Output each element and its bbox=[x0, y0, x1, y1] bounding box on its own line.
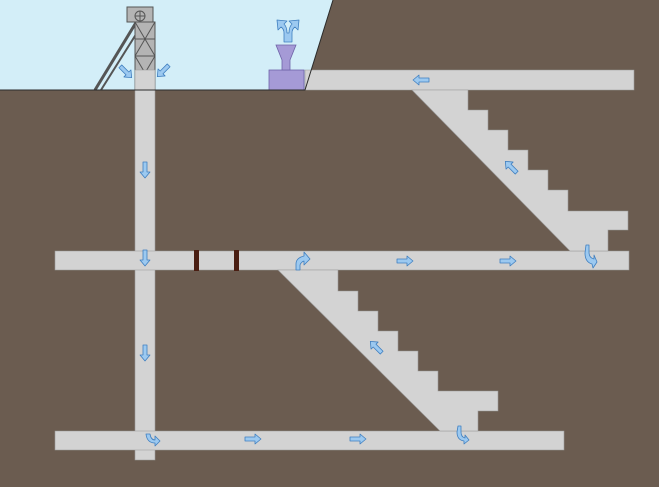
airflow-arrow-icon bbox=[349, 433, 367, 445]
airflow-turn-arrow-icon bbox=[584, 244, 598, 269]
airflow-arrow-icon bbox=[412, 74, 430, 86]
airflow-arrow-icon bbox=[369, 340, 384, 355]
airflow-arrow-icon bbox=[139, 161, 151, 179]
airflow-arrow-icon bbox=[156, 63, 171, 78]
airflow-turn-arrow-icon bbox=[456, 425, 470, 445]
lower-ramp bbox=[277, 269, 499, 432]
airflow-arrow-icon bbox=[499, 255, 517, 267]
ventilation-fan-icon bbox=[268, 44, 305, 91]
ventilation-door-icon bbox=[234, 250, 239, 271]
airflow-turn-arrow-icon bbox=[295, 251, 311, 271]
airflow-turn-arrow-icon bbox=[145, 433, 161, 447]
airflow-arrow-icon bbox=[504, 160, 519, 175]
airflow-arrow-icon bbox=[396, 255, 414, 267]
airflow-arrow-icon bbox=[118, 64, 133, 79]
airflow-arrows bbox=[118, 63, 519, 445]
exhaust-split-arrow-icon bbox=[276, 19, 300, 43]
level-1-drift bbox=[304, 69, 635, 91]
level-3-drift bbox=[54, 430, 565, 451]
upper-ramp bbox=[411, 89, 629, 252]
airflow-arrow-icon bbox=[139, 344, 151, 362]
ground-surface-line bbox=[0, 0, 334, 91]
airflow-arrow-icon bbox=[139, 249, 151, 267]
airflow-arrow-icon bbox=[244, 433, 262, 445]
ventilation-door-icon bbox=[194, 250, 199, 271]
airflow-turn-arrows bbox=[145, 244, 598, 447]
